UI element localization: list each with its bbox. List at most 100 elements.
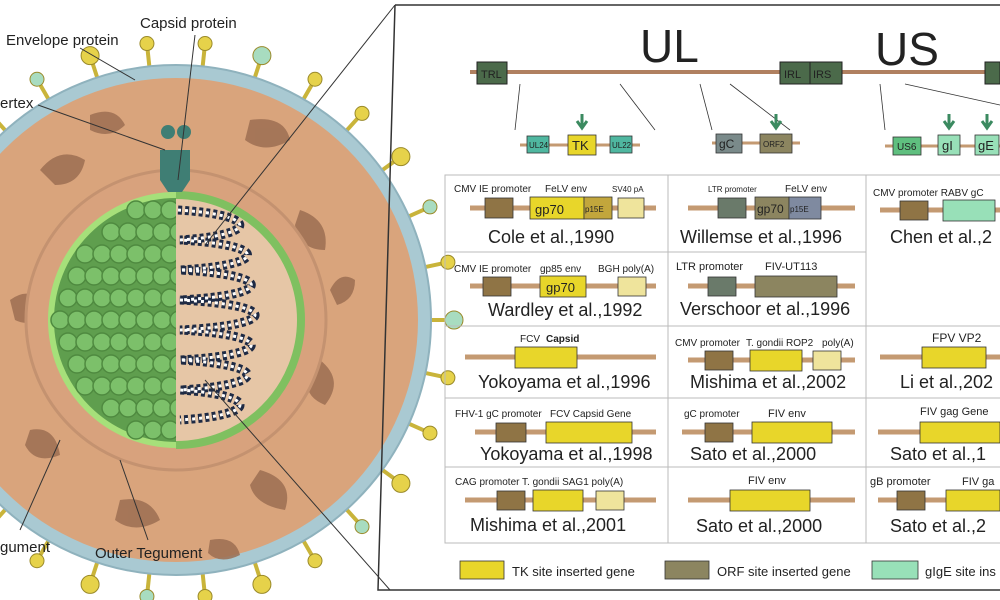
capsomer	[169, 354, 176, 374]
svg-text:gp70: gp70	[546, 280, 575, 295]
tk-site-box	[567, 134, 597, 156]
svg-text:ROP2: ROP2	[786, 338, 814, 349]
glycoprotein-head	[440, 370, 456, 386]
legend-swatch-tk	[459, 560, 505, 580]
capsomer	[126, 244, 146, 264]
legend-label-tk: TK site inserted gene	[512, 564, 635, 579]
glycoprotein-head	[354, 519, 370, 535]
legend-swatch-gige	[871, 560, 919, 580]
construct-table: CMV IE promoter FeLV env SV40 pA gp70 p1…	[444, 174, 1000, 544]
glycoprotein-head	[391, 147, 411, 167]
gc-label: gC	[719, 137, 735, 151]
capsomer	[126, 376, 146, 396]
glycoprotein-head	[80, 46, 100, 66]
glycoprotein-head	[422, 199, 438, 215]
citation-sato-2000-a: Sato et al.,2000	[690, 444, 816, 464]
virus-particle	[0, 36, 464, 600]
irl-label: IRL	[784, 69, 801, 81]
capsomer	[118, 310, 138, 330]
construct-wardley-1992: CMV IE promoter gp85 env BGH poly(A) gp7…	[454, 264, 656, 320]
capsomer	[160, 200, 176, 220]
capsomer	[92, 376, 112, 396]
glycoprotein-head	[139, 36, 155, 52]
svg-text:FIV env: FIV env	[768, 408, 806, 420]
construct-yokoyama-1998: FHV-1 gC promoter FCV Capsid Gene Yokoya…	[455, 409, 656, 464]
construct-yokoyama-1996: FCV Capsid Yokoyama et al.,1996	[465, 334, 656, 392]
irs-box	[809, 61, 843, 85]
svg-text:FCV Capsid Gene: FCV Capsid Gene	[550, 409, 632, 420]
ge-label: gE	[978, 138, 994, 153]
capsomer	[92, 332, 112, 352]
capsomer	[152, 354, 172, 374]
svg-text:T. gondii: T. gondii	[746, 338, 783, 349]
capsomer	[152, 222, 172, 242]
glycoprotein-head	[252, 574, 272, 594]
citation-sato-gb: Sato et al.,2	[890, 516, 986, 536]
citation-yokoyama-1998: Yokoyama et al.,1998	[480, 444, 652, 464]
capsomer	[126, 200, 146, 220]
svg-text:Capsid: Capsid	[546, 334, 579, 345]
gi-label: gI	[942, 138, 953, 153]
ge-arrow-icon	[980, 114, 994, 131]
svg-text:FIV env: FIV env	[748, 475, 786, 487]
svg-text:p15E: p15E	[585, 205, 604, 214]
svg-text:gp85 env: gp85 env	[540, 264, 581, 275]
tk-arrow-icon	[575, 114, 589, 131]
capsomer	[118, 222, 138, 242]
zoom-line-bottom	[204, 379, 391, 591]
capsomer	[135, 266, 155, 286]
capsomer	[75, 244, 95, 264]
citation-chen: Chen et al.,2	[890, 227, 992, 247]
citation-li: Li et al.,202	[900, 372, 993, 392]
svg-text:FIV-UT113: FIV-UT113	[765, 261, 817, 273]
outer-tegument-label: Outer Tegument	[95, 545, 203, 562]
citation-cole: Cole et al.,1990	[488, 227, 614, 247]
glycoprotein-head	[139, 588, 155, 600]
legend-swatch-orf	[664, 560, 710, 580]
capsomer	[135, 354, 155, 374]
capsomer	[160, 332, 176, 352]
capsomer	[160, 244, 176, 264]
tk-label: TK	[572, 138, 589, 153]
construct-mishima-2001: CAG promoter T. gondii SAG1 poly(A) Mish…	[455, 477, 656, 535]
citation-sato-2000-b: Sato et al.,2000	[696, 516, 822, 536]
capsomer	[143, 332, 163, 352]
capsomer	[92, 288, 112, 308]
citation-mishima-2001: Mishima et al.,2001	[470, 515, 626, 535]
construct-sato-gb: gB promoter FIV ga Sato et al.,2	[870, 476, 1000, 536]
envelope-protein-label: Envelope protein	[6, 32, 119, 49]
capsomer	[126, 420, 146, 440]
capsomer	[143, 244, 163, 264]
ul24-label: UL24	[529, 141, 549, 150]
construct-sato-gag: FIV gag Gene Sato et al.,1	[878, 406, 1000, 464]
citation-mishima-2002: Mishima et al.,2002	[690, 372, 846, 392]
orf2-label: ORF2	[763, 140, 785, 149]
capsomer	[84, 354, 104, 374]
construct-verschoor-1996: LTR promoter FIV-UT113 Verschoor et al.,…	[676, 261, 855, 319]
capsomer	[143, 420, 163, 440]
svg-text:FeLV env: FeLV env	[545, 184, 587, 195]
capsid-protein-label: Capsid protein	[140, 15, 237, 32]
capsomer	[118, 266, 138, 286]
capsomer	[118, 354, 138, 374]
capsomer	[109, 332, 129, 352]
capsomer	[84, 310, 104, 330]
capsomer	[67, 266, 87, 286]
svg-text:CMV: CMV	[675, 338, 698, 349]
svg-text:gp70: gp70	[535, 202, 564, 217]
zoom-line-top	[204, 4, 396, 246]
svg-text:BGH poly(A): BGH poly(A)	[598, 264, 654, 275]
virus-label-group: Capsid protein Envelope protein ertex gu…	[0, 4, 396, 591]
trl-label: TRL	[481, 69, 502, 81]
svg-text:LTR promoter: LTR promoter	[708, 185, 757, 194]
capsomer	[135, 398, 155, 418]
capsomer	[101, 222, 121, 242]
svg-text:promoter: promoter	[700, 338, 741, 349]
glycoprotein-head	[252, 46, 272, 66]
citation-wardley: Wardley et al.,1992	[488, 300, 642, 320]
orf-arrow-icon	[769, 114, 783, 131]
capsomer	[160, 288, 176, 308]
capsomer	[169, 398, 176, 418]
glycoprotein-head	[197, 36, 213, 52]
